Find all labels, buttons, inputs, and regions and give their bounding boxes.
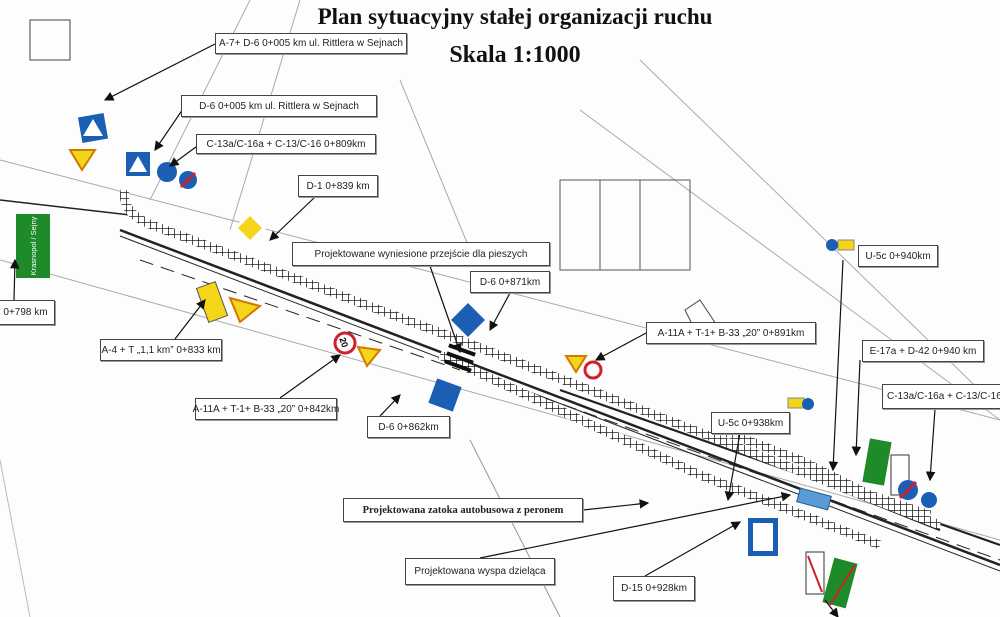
bus-stop-sign-icon (748, 518, 778, 556)
speed-limit-value: 20 (337, 336, 350, 349)
sign-label: A-11A + T-1+ B-33 „20” 0+842km (193, 398, 339, 420)
road-signs: Krasnopol / Sejny 20 (16, 112, 937, 609)
sign-label: A-11A + T-1+ B-33 „20” 0+891km (646, 322, 816, 344)
warning-triangle-sign-icon (68, 149, 97, 172)
sign-label: D-6 0+862km (367, 416, 450, 438)
sign-label: C-13a/C-16a + C-13/C-16 (882, 384, 1000, 409)
speed-limit-sign-icon: 20 (333, 331, 357, 355)
sign-label: E-17a + D-42 0+940 km (862, 340, 984, 362)
bus-bay-label: Projektowana zatoka autobusowa z peronem (343, 498, 583, 522)
sign-label: D-15 0+928km (613, 576, 695, 601)
sign-label: A-7+ D-6 0+005 km ul. Rittlera w Sejnach (215, 33, 407, 54)
bollard-sign-icon (787, 397, 814, 410)
sign-label: D-6 0+005 km ul. Rittlera w Sejnach (181, 95, 377, 117)
bollard-sign-icon (826, 239, 855, 251)
curves-warning-sign-icon (228, 296, 263, 324)
plan-scale: Skala 1:1000 (449, 42, 581, 68)
label-pointers (9, 43, 936, 617)
town-name-sign-icon (862, 438, 892, 486)
sign-label: 0+798 km (0, 300, 55, 325)
pedestrian-crossing-sign-icon (428, 378, 462, 412)
crossing-label: Projektowane wyniesione przejście dla pi… (292, 242, 550, 266)
sign-label: U-5c 0+940km (858, 245, 938, 267)
pedestrian-crossing-sign-icon (126, 152, 150, 176)
town-name-end-sign-icon (822, 557, 858, 609)
plan-title: Plan sytuacyjny stałej organizacji ruchu (317, 4, 713, 29)
speed-limit-sign-icon (583, 360, 603, 380)
priority-road-sign-icon (233, 211, 267, 245)
direction-sign-icon: Krasnopol / Sejny (16, 214, 50, 278)
pedestrian-crossing-sign-icon (77, 112, 109, 144)
end-bike-path-sign-icon (898, 480, 918, 500)
sidewalk-paving (119, 189, 942, 550)
speed-bump-warning-sign-icon (356, 345, 382, 368)
sign-label: U-5c 0+938km (711, 412, 790, 434)
sign-label: D-6 0+871km (470, 271, 550, 293)
direction-sign-text: Krasnopol / Sejny (29, 216, 38, 275)
sign-label: A-4 + T „1,1 km” 0+833 km (100, 339, 222, 361)
town-end-sign-icon (805, 551, 825, 595)
bike-path-sign-icon (157, 162, 177, 182)
sign-label: C-13a/C-16a + C-13/C-16 0+809km (196, 134, 376, 154)
bus-bay (796, 487, 832, 511)
end-bike-path-sign-icon (179, 171, 197, 189)
pedestrian-crossing-sign-icon (451, 303, 485, 337)
speed-bump-warning-sign-icon (564, 355, 588, 374)
island-label: Projektowana wyspa dzieląca (405, 558, 555, 585)
bike-path-sign-icon (921, 492, 937, 508)
sign-label: D-1 0+839 km (298, 175, 378, 197)
